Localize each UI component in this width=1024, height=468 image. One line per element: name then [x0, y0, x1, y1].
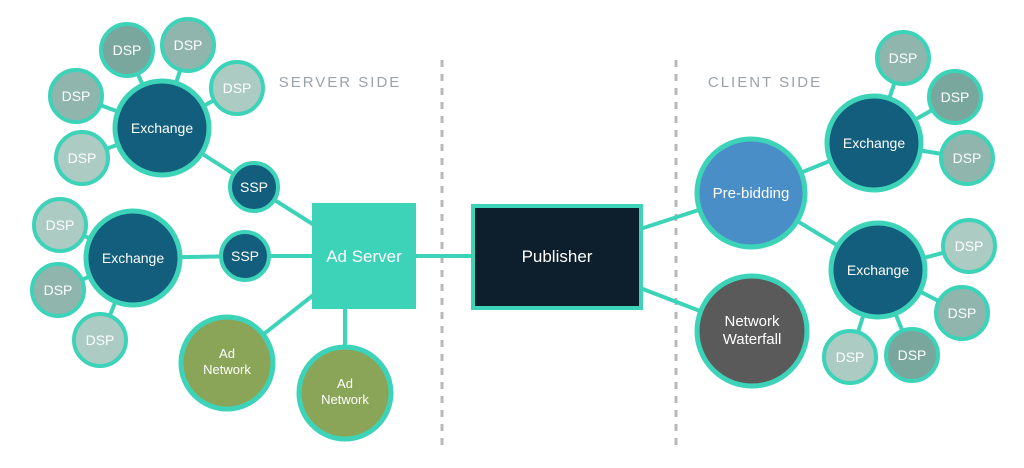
dsp-label: DSP: [113, 42, 142, 58]
dsp-label: DSP: [889, 50, 918, 66]
dsp-node: DSP: [941, 218, 997, 274]
ad-network-node: Ad Network: [178, 314, 276, 412]
dsp-node: DSP: [72, 312, 128, 368]
dsp-node: DSP: [822, 329, 878, 385]
ad-network-label-line1: Ad: [219, 346, 235, 361]
ssp-node: SSP: [219, 230, 271, 282]
ad-network-node: Ad Network: [296, 344, 394, 442]
pre-bidding-label: Pre-bidding: [713, 185, 790, 202]
exchange-node: Exchange: [112, 78, 212, 178]
dsp-label: DSP: [955, 238, 984, 254]
dsp-label: DSP: [44, 282, 73, 298]
ssp-label: SSP: [240, 179, 268, 195]
dsp-label: DSP: [948, 305, 977, 321]
dsp-node: DSP: [934, 285, 990, 341]
network-waterfall-label-line1: Network: [724, 313, 780, 330]
ad-server-label: Ad Server: [326, 247, 402, 266]
dsp-label: DSP: [223, 80, 252, 96]
dsp-node: DSP: [30, 262, 86, 318]
exchange-node: Exchange: [83, 208, 183, 308]
publisher-label: Publisher: [522, 247, 593, 266]
dsp-node: DSP: [160, 17, 216, 73]
dsp-node: DSP: [32, 197, 88, 253]
dsp-label: DSP: [68, 150, 97, 166]
exchange-label: Exchange: [847, 262, 909, 278]
dsp-node: DSP: [48, 68, 104, 124]
dsp-label: DSP: [86, 332, 115, 348]
ssp-label: SSP: [231, 248, 259, 264]
ssp-node: SSP: [228, 161, 280, 213]
dsp-node: DSP: [99, 22, 155, 78]
exchange-node: Exchange: [828, 220, 928, 320]
dsp-node: DSP: [884, 327, 940, 383]
dsp-label: DSP: [174, 37, 203, 53]
dsp-node: DSP: [927, 69, 983, 125]
publisher-node: Publisher: [471, 204, 643, 310]
exchange-label: Exchange: [102, 250, 164, 266]
exchange-node: Exchange: [824, 93, 924, 193]
network-waterfall-node: Network Waterfall: [694, 273, 810, 389]
dsp-label: DSP: [898, 347, 927, 363]
client-side-label: CLIENT SIDE: [708, 74, 822, 91]
dsp-label: DSP: [836, 349, 865, 365]
dsp-node: DSP: [209, 60, 265, 116]
ad-network-label-line2: Network: [203, 362, 251, 377]
dsp-node: DSP: [875, 30, 931, 86]
ad-network-label-line2: Network: [321, 392, 369, 407]
dsp-label: DSP: [62, 88, 91, 104]
dsp-node: DSP: [54, 130, 110, 186]
network-waterfall-label-line2: Waterfall: [723, 331, 782, 348]
dsp-label: DSP: [953, 150, 982, 166]
dsp-node: DSP: [939, 130, 995, 186]
exchange-label: Exchange: [131, 120, 193, 136]
dsp-label: DSP: [941, 89, 970, 105]
server-side-label: SERVER SIDE: [279, 74, 402, 91]
ad-server-node: Ad Server: [312, 203, 416, 309]
dsp-label: DSP: [46, 217, 75, 233]
ad-network-label-line1: Ad: [337, 376, 353, 391]
exchange-label: Exchange: [843, 135, 905, 151]
pre-bidding-node: Pre-bidding: [694, 136, 808, 250]
